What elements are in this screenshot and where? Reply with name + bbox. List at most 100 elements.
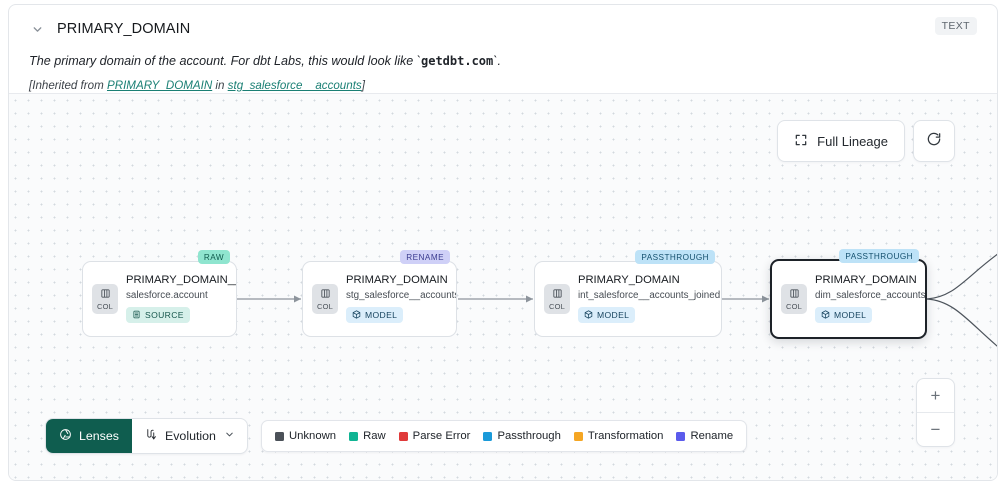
inherited-model-link[interactable]: stg_salesforce__accounts [227, 79, 362, 92]
lenses-label: Lenses [79, 429, 119, 443]
expand-icon [794, 133, 808, 150]
node-kind-badge: SOURCE [126, 307, 190, 324]
legend-label: Passthrough [497, 430, 561, 442]
node-kind-badge: MODEL [578, 307, 636, 324]
lenses-button[interactable]: Lenses [46, 419, 132, 453]
column-chip: COL [312, 284, 338, 314]
legend-swatch [349, 431, 359, 441]
column-icon [100, 288, 111, 301]
legend-label: Rename [690, 430, 734, 442]
canvas-top-controls: Full Lineage [777, 120, 955, 162]
legend: Unknown Raw Parse Error Passthrough [260, 420, 748, 452]
node-name: PRIMARY_DOMAIN__C [126, 274, 236, 287]
legend-item: Passthrough [483, 430, 561, 442]
column-icon [789, 288, 800, 301]
node-tag: RENAME [400, 250, 450, 264]
node-kind-label: MODEL [834, 310, 867, 321]
description-text-end: `. [493, 54, 501, 68]
evolution-label: Evolution [164, 429, 216, 443]
description-code: getdbt.com [421, 54, 494, 68]
column-chip-label: COL [785, 302, 803, 311]
legend-label: Parse Error [412, 430, 471, 442]
header-title-row: PRIMARY_DOMAIN [29, 5, 977, 47]
column-chip: COL [92, 284, 118, 314]
node-tag: PASSTHROUGH [635, 250, 715, 264]
database-icon [132, 310, 141, 321]
legend-item: Unknown [274, 430, 337, 442]
legend-swatch [573, 431, 583, 441]
node-kind-label: MODEL [597, 310, 630, 321]
full-lineage-button[interactable]: Full Lineage [777, 120, 905, 162]
panel-header: PRIMARY_DOMAIN TEXT The primary domain o… [9, 5, 997, 93]
chevron-down-icon[interactable] [29, 21, 45, 37]
node-body: PRIMARY_DOMAIN dim_salesforce_accounts M… [815, 274, 925, 324]
node-kind-label: SOURCE [145, 310, 184, 321]
column-chip-label: COL [96, 302, 114, 311]
node-subtitle: int_salesforce__accounts_joined [578, 290, 721, 302]
column-icon [552, 288, 563, 301]
full-lineage-label: Full Lineage [817, 133, 888, 149]
inherited-from-line: [Inherited from PRIMARY_DOMAIN in stg_sa… [29, 79, 977, 92]
node-name: PRIMARY_DOMAIN [578, 274, 680, 287]
legend-item: Rename [676, 430, 733, 442]
legend-swatch [676, 431, 686, 441]
legend-item: Raw [349, 430, 386, 442]
inherited-suffix: ] [361, 79, 365, 92]
inherited-column-link[interactable]: PRIMARY_DOMAIN [106, 79, 213, 92]
lineage-node[interactable]: RENAME COL PRIMARY_DOMAIN stg_salesforce… [302, 250, 457, 337]
inherited-prefix: [Inherited from [29, 79, 107, 92]
inherited-middle: in [212, 79, 228, 92]
description-text: The primary domain of the account. For d… [29, 54, 421, 68]
node-body: PRIMARY_DOMAIN int_salesforce__accounts_… [578, 274, 720, 324]
evolution-dropdown[interactable]: Evolution [132, 419, 247, 453]
zoom-in-button[interactable]: + [930, 385, 941, 405]
chevron-down-icon [224, 429, 235, 443]
node-kind-badge: MODEL [815, 307, 873, 324]
aperture-icon [59, 428, 72, 444]
column-chip: COL [544, 284, 570, 314]
refresh-icon [926, 131, 942, 152]
legend-swatch [398, 431, 408, 441]
node-kind-label: MODEL [365, 310, 398, 321]
lens-control-group: Lenses Evolution [45, 418, 248, 454]
edge-out-2 [926, 298, 997, 347]
legend-item: Transformation [573, 430, 664, 442]
column-chip-label: COL [316, 302, 334, 311]
legend-swatch [483, 431, 493, 441]
column-icon [320, 288, 331, 301]
node-body: PRIMARY_DOMAIN stg_salesforce__accounts … [346, 274, 456, 324]
legend-swatch [274, 431, 284, 441]
cube-icon [584, 310, 593, 321]
column-chip-label: COL [548, 302, 566, 311]
edge-out-1 [926, 253, 997, 300]
zoom-controls: + − [916, 378, 955, 447]
legend-label: Raw [363, 430, 386, 442]
zoom-out-button[interactable]: − [917, 412, 954, 446]
legend-label: Unknown [288, 430, 337, 442]
refresh-button[interactable] [913, 120, 955, 162]
node-tag: RAW [197, 250, 230, 264]
cube-icon [821, 310, 830, 321]
lineage-node[interactable]: PASSTHROUGH COL PRIMARY_DOMAIN int_sales… [534, 250, 722, 337]
node-body: PRIMARY_DOMAIN__C salesforce.account SOU… [126, 274, 236, 324]
column-detail-panel: PRIMARY_DOMAIN TEXT The primary domain o… [8, 4, 998, 481]
canvas-bottom-bar: Lenses Evolution U [45, 418, 748, 454]
lineage-node[interactable]: RAW COL PRIMARY_DOMAIN__C salesforce.acc… [82, 250, 237, 337]
node-subtitle: stg_salesforce__accounts [346, 290, 456, 302]
node-name: PRIMARY_DOMAIN [346, 274, 448, 287]
node-kind-badge: MODEL [346, 307, 404, 324]
page-title: PRIMARY_DOMAIN [57, 21, 191, 37]
lineage-canvas[interactable]: Full Lineage RAW COL PRIMA [9, 93, 997, 480]
node-subtitle: salesforce.account [126, 290, 208, 302]
column-chip: COL [781, 284, 807, 314]
cube-icon [352, 310, 361, 321]
legend-item: Parse Error [398, 430, 471, 442]
node-name: PRIMARY_DOMAIN [815, 274, 917, 287]
column-description: The primary domain of the account. For d… [29, 53, 977, 70]
node-subtitle: dim_salesforce_accounts [815, 290, 925, 302]
node-tag: PASSTHROUGH [839, 249, 919, 263]
evolution-icon [144, 428, 157, 444]
lineage-node-selected[interactable]: PASSTHROUGH COL PRIMARY_DOMAIN dim_sales… [770, 249, 927, 339]
legend-label: Transformation [587, 430, 664, 442]
